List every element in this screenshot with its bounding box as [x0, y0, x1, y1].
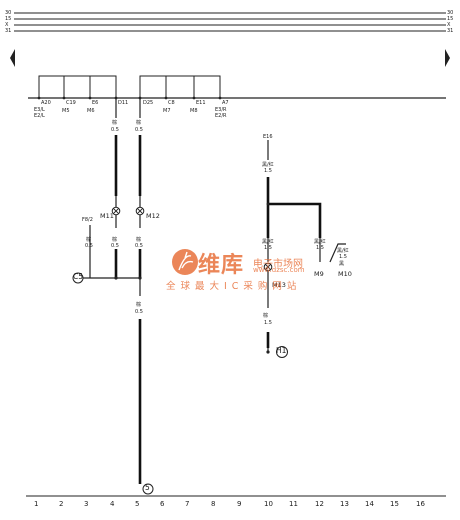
column-number: 10: [264, 500, 273, 508]
pin-label: D11: [118, 100, 129, 106]
bus-label: X: [447, 22, 451, 28]
pin-label: E6: [92, 100, 99, 106]
ref-label-h1: H1: [276, 346, 287, 355]
component-label-m12: M12: [146, 212, 160, 220]
wire-color: 黑/红: [262, 239, 274, 245]
pin-label: C19: [66, 100, 76, 106]
wire-color: 0.5: [135, 127, 143, 133]
right-connector-box: [139, 75, 221, 98]
bus-label: 15: [447, 16, 454, 22]
wire-color: 棕: [136, 120, 142, 126]
column-number: 8: [211, 500, 216, 508]
wire-gauge: 0.5: [111, 127, 119, 133]
bus-label: 31: [5, 28, 12, 34]
ref-circle-c5: [72, 272, 84, 284]
bus-label: 31: [447, 28, 454, 34]
wire-gauge: 0.5: [85, 243, 93, 249]
pin-label: A20: [41, 100, 51, 106]
wire-gauge: 0.5: [135, 309, 143, 315]
pin-label: A7: [222, 100, 229, 106]
wire-color: 棕: [136, 237, 142, 243]
wire-color: 黑/红: [262, 162, 274, 168]
connector-label: E3/R: [215, 107, 227, 113]
wire-m9-branch: [268, 202, 322, 238]
wire-color: 黑/红: [314, 239, 326, 245]
bus-label: 30: [447, 10, 454, 16]
bus-label: 30: [5, 10, 12, 16]
column-number: 3: [84, 500, 89, 508]
wire-gauge: 1.5: [264, 245, 272, 251]
bulb-m12: [135, 206, 145, 216]
component-label-m9: M9: [314, 270, 324, 278]
wire-gauge: 1.5: [264, 168, 272, 174]
wire-gauge: 1.5: [316, 245, 324, 251]
ref-label-5: 5: [145, 483, 150, 492]
watermark-brand: 维库: [198, 253, 245, 278]
wire-color: 棕: [263, 313, 269, 319]
connector-label: M7: [163, 108, 171, 114]
connector-label: M6: [87, 108, 95, 114]
component-label-m11: M11: [100, 212, 114, 220]
ref-circle-5: [142, 483, 154, 495]
wire-color: 棕: [112, 120, 118, 126]
wire-color: 棕: [86, 237, 92, 243]
pin-label: D25: [143, 100, 154, 106]
left-connector-box: [38, 75, 117, 98]
left-arrow: [10, 49, 15, 67]
pin-label: 黑: [339, 261, 345, 267]
wire-m10: [329, 243, 346, 263]
column-number: 12: [315, 500, 324, 508]
connector-label: E2/R: [215, 113, 227, 119]
watermark-url: www.dzsc.com: [253, 266, 305, 274]
right-arrow: [445, 49, 450, 67]
connector-label: E2/L: [34, 113, 45, 119]
connector-label: E3/L: [34, 107, 45, 113]
connector-label: M5: [62, 108, 70, 114]
column-number: 1: [34, 500, 39, 508]
wire-color: 棕: [136, 302, 142, 308]
ref-circle-h1: [276, 346, 288, 358]
watermark-subtitle: 电子市场网: [253, 259, 303, 270]
pin-label: F8/2: [82, 217, 93, 223]
ref-label-c5: C5: [73, 272, 84, 281]
bulb-m13: [263, 262, 273, 272]
watermark-slogan: 全球最大IC采购网站: [166, 281, 302, 292]
column-number: 11: [289, 500, 298, 508]
wire-gauge: 0.5: [135, 243, 143, 249]
component-label-m10: M10: [338, 270, 352, 278]
wire-gauge: 1.5: [339, 254, 347, 260]
pin-label: C8: [168, 100, 175, 106]
bus-label: X: [5, 22, 9, 28]
pin-label: E11: [196, 100, 206, 106]
column-number: 15: [390, 500, 399, 508]
component-label-m13: M13: [272, 281, 286, 289]
column-number: 5: [135, 500, 140, 508]
pin-label: E16: [263, 134, 273, 140]
column-number: 7: [185, 500, 190, 508]
wire-color: 黑/红: [337, 248, 349, 254]
connector-label: M8: [190, 108, 198, 114]
column-number: 2: [59, 500, 64, 508]
column-number: 9: [237, 500, 242, 508]
bus-label: 15: [5, 16, 12, 22]
bulb-m11: [111, 206, 121, 216]
column-number: 16: [416, 500, 425, 508]
column-number: 6: [160, 500, 165, 508]
wire-gauge: 1.5: [264, 320, 272, 326]
wire-gauge: 0.5: [111, 243, 119, 249]
column-number: 14: [365, 500, 374, 508]
column-number: 4: [110, 500, 115, 508]
wire-color: 棕: [112, 237, 118, 243]
column-number: 13: [340, 500, 349, 508]
